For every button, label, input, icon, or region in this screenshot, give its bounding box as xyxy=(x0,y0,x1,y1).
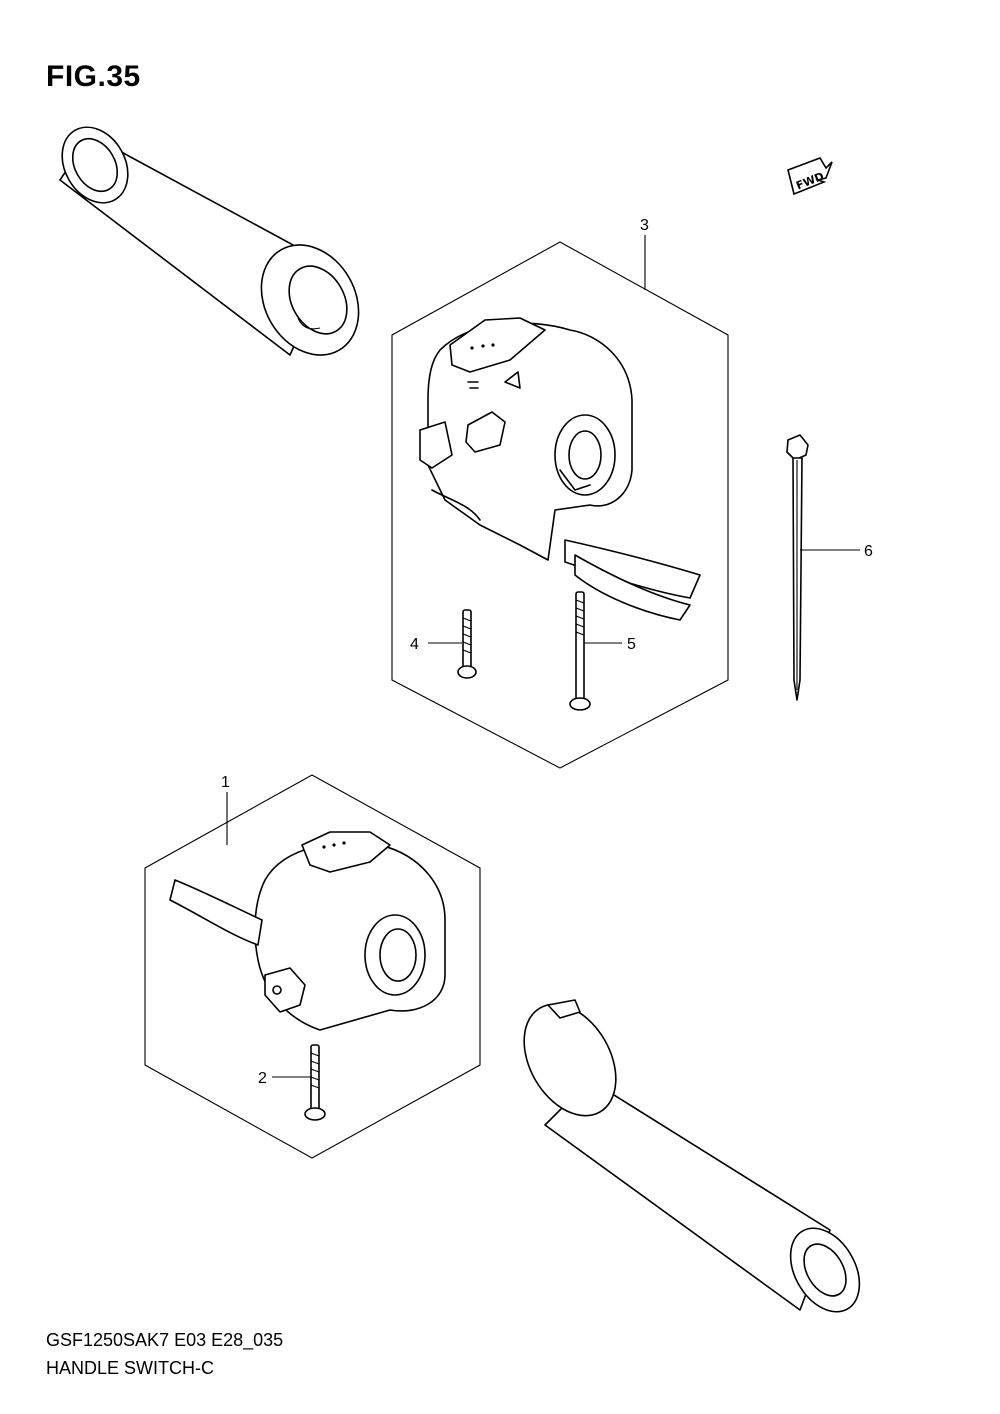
section-name: HANDLE SWITCH-C xyxy=(46,1358,215,1378)
callout-4: 4 xyxy=(410,636,419,653)
callout-1: 1 xyxy=(221,774,230,791)
callout-6: 6 xyxy=(864,543,873,560)
callout-2: 2 xyxy=(258,1070,267,1087)
hexagon-frame-upper xyxy=(391,241,729,769)
model-code: GSF1250SAK7 E03 E28_035 xyxy=(46,1330,284,1350)
screw-icon[interactable] xyxy=(304,1044,326,1121)
grip-lower-right[interactable] xyxy=(505,988,873,1324)
cable-tie-icon[interactable] xyxy=(786,434,809,701)
long-screw-icon[interactable] xyxy=(569,591,591,711)
callout-5: 5 xyxy=(627,636,636,653)
hexagon-frame-lower xyxy=(144,774,481,1159)
short-screw-icon[interactable] xyxy=(457,609,477,679)
right-handle-switch-assembly-icon[interactable] xyxy=(419,317,701,621)
leader-lines xyxy=(226,235,860,1078)
left-handle-switch-assembly-icon[interactable] xyxy=(169,831,446,1031)
fwd-badge: FWD xyxy=(787,157,833,196)
callout-3: 3 xyxy=(640,217,649,234)
figure-title: FIG.35 xyxy=(46,60,141,93)
grip-upper-left[interactable] xyxy=(49,115,378,372)
